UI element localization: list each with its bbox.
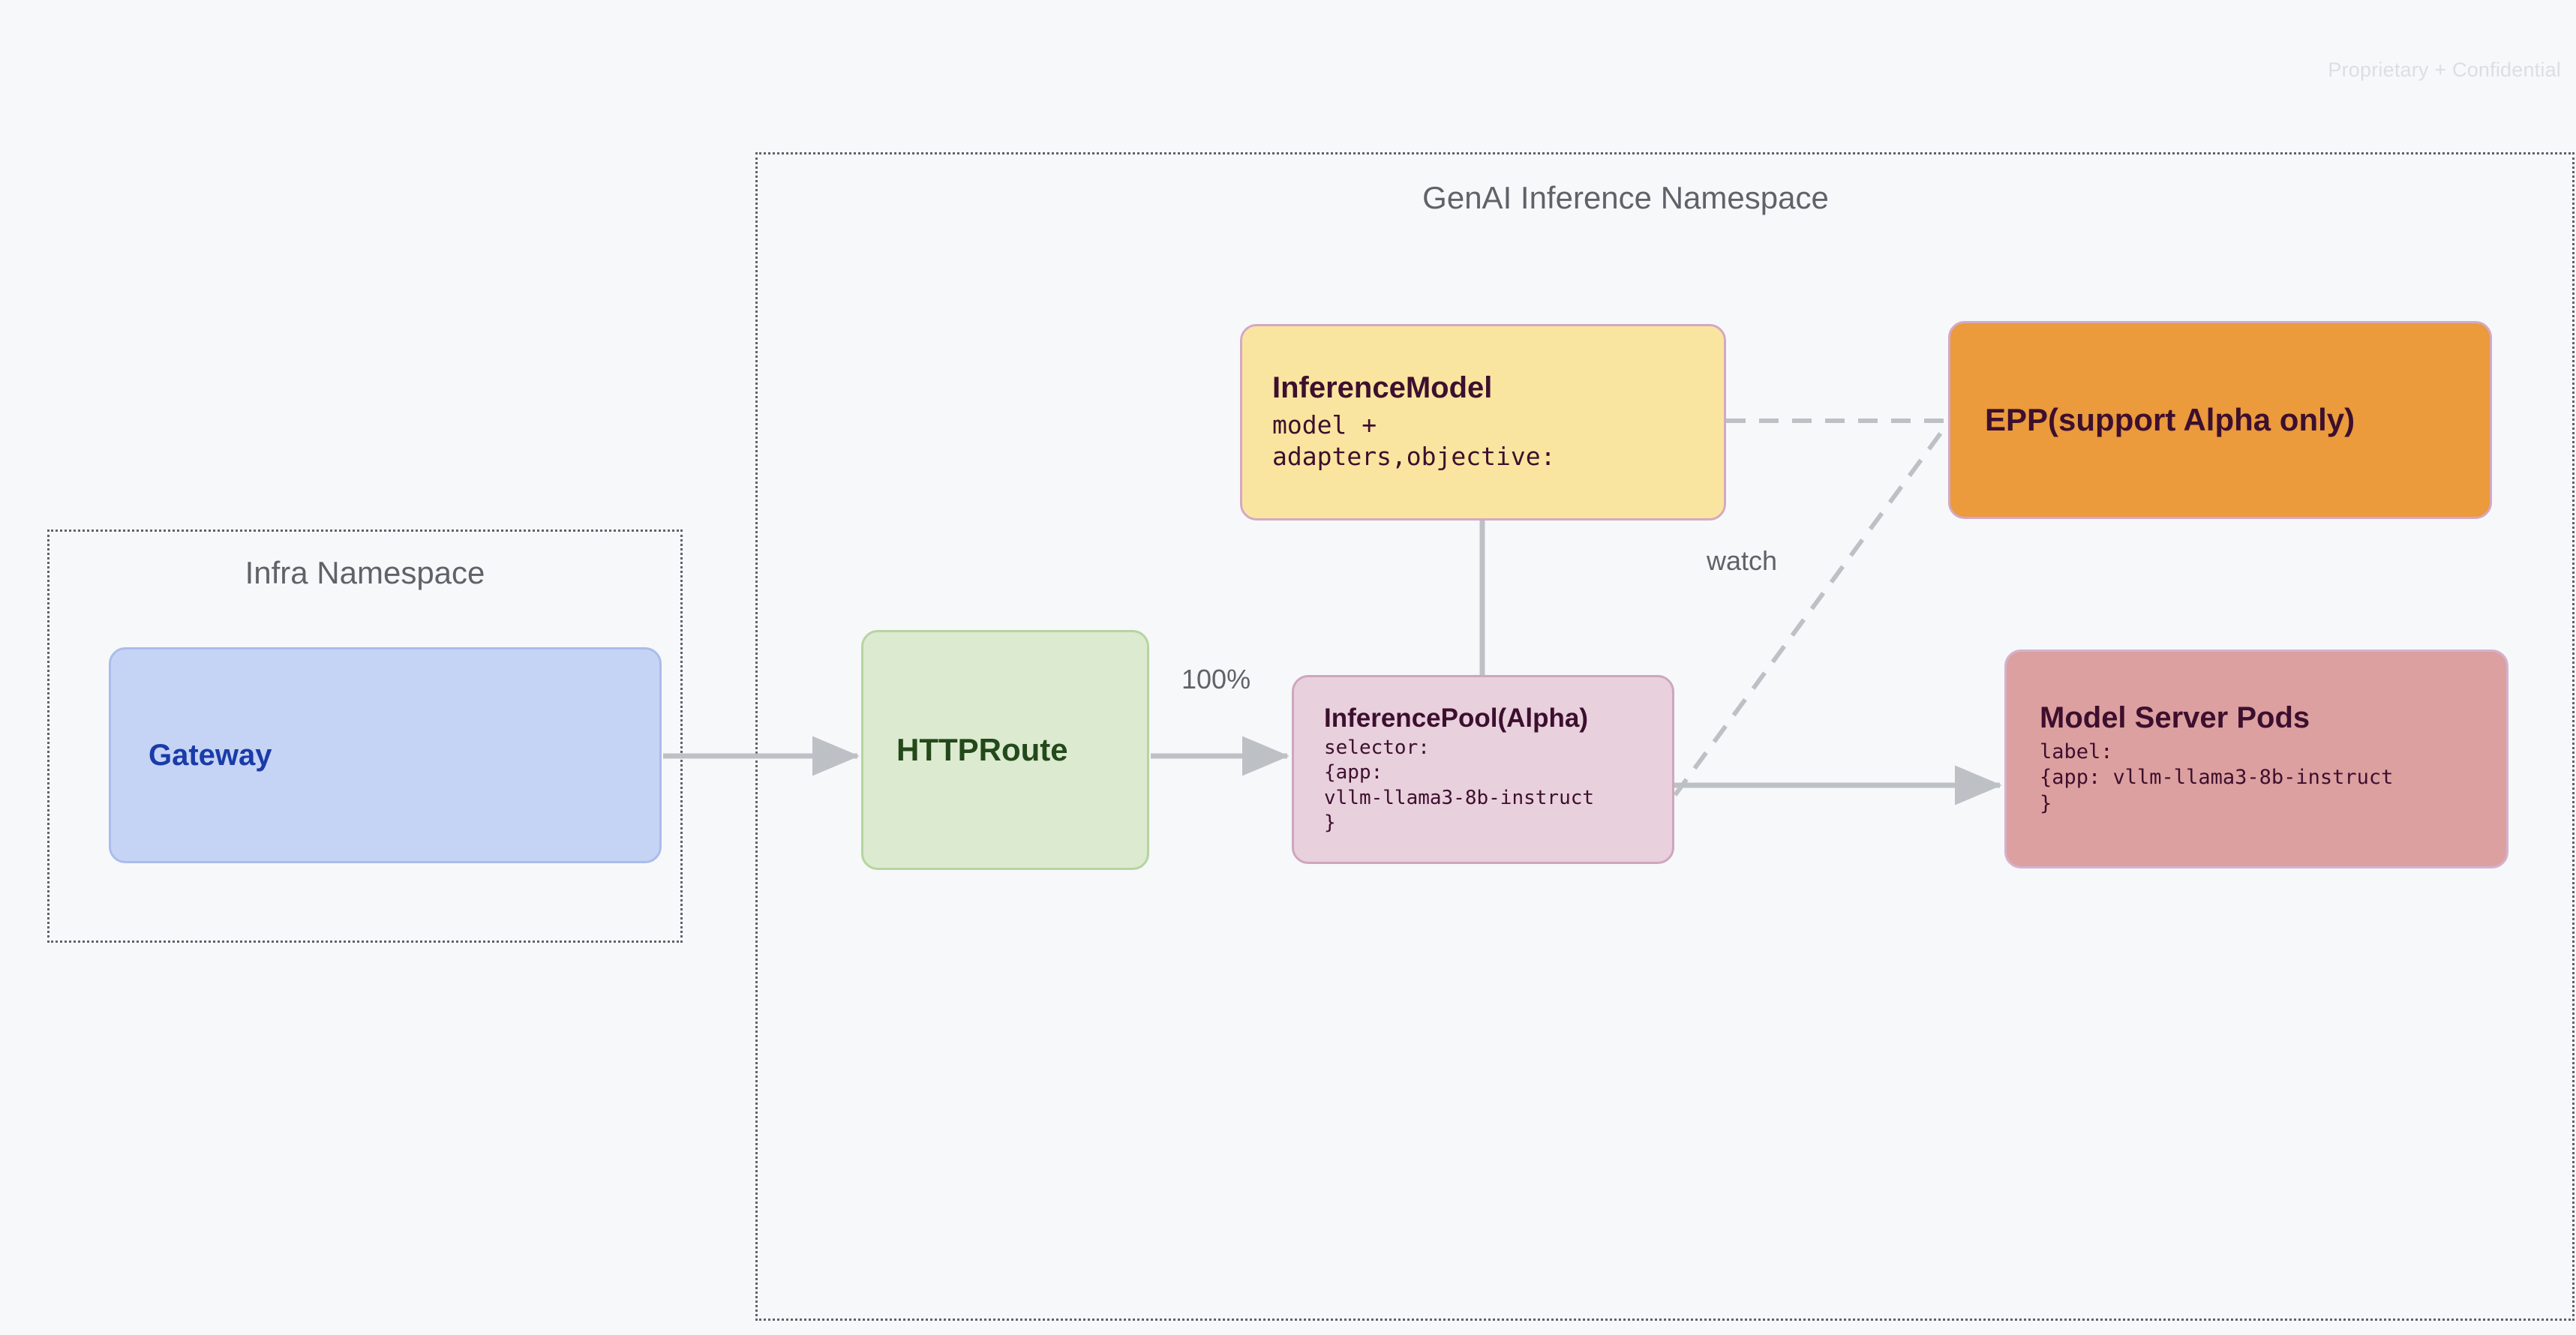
namespace-infra-title: Infra Namespace	[245, 555, 485, 590]
node-epp[interactable]: EPP(support Alpha only)	[1948, 321, 2492, 519]
node-httproute-title: HTTPRoute	[896, 732, 1068, 768]
namespace-genai	[755, 152, 2574, 1321]
edge-label-watch: watch	[1707, 545, 1778, 576]
node-epp-title: EPP(support Alpha only)	[1985, 402, 2355, 438]
node-modelserverpods-title: Model Server Pods	[2040, 700, 2310, 734]
confidentiality-watermark: Proprietary + Confidential	[2328, 58, 2561, 81]
node-gateway[interactable]: Gateway	[109, 647, 662, 863]
node-inferencepool-body: selector: {app: vllm-llama3-8b-instruct …	[1324, 736, 1595, 834]
node-gateway-title: Gateway	[149, 738, 272, 772]
node-inferencemodel[interactable]: InferenceModel model + adapters,objectiv…	[1240, 324, 1726, 520]
node-inferencepool-title: InferencePool(Alpha)	[1324, 703, 1588, 733]
edge-label-100-percent: 100%	[1181, 664, 1251, 694]
node-modelserverpods[interactable]: Model Server Pods label: {app: vllm-llam…	[2004, 650, 2508, 868]
node-inferencepool[interactable]: InferencePool(Alpha) selector: {app: vll…	[1292, 675, 1674, 864]
node-inferencemodel-title: InferenceModel	[1272, 371, 1493, 405]
node-httproute[interactable]: HTTPRoute	[861, 630, 1149, 870]
node-modelserverpods-body: label: {app: vllm-llama3-8b-instruct }	[2040, 740, 2394, 815]
namespace-genai-title: GenAI Inference Namespace	[1422, 180, 1829, 215]
node-inferencemodel-body: model + adapters,objective:	[1272, 410, 1556, 472]
namespace-infra	[47, 530, 683, 943]
